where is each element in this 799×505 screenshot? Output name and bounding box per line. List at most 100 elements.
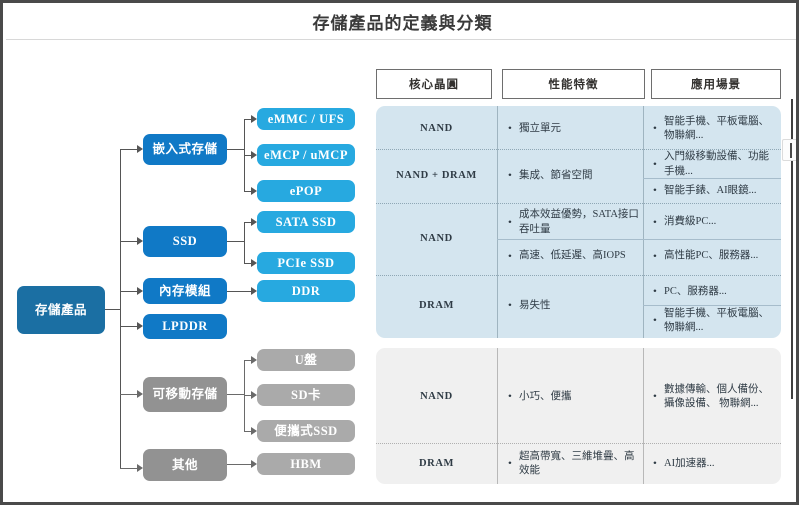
connector-spine-to-dram-module <box>120 291 138 293</box>
table-cell-feature: 成本效益優勢，SATA接口吞吐量 <box>505 207 641 238</box>
arrow-epop <box>251 187 257 195</box>
connector-spine-to-other <box>120 468 138 470</box>
connector-portable-ssd <box>244 431 253 433</box>
application-text: 智能手機、平板電腦、物聯網... <box>664 115 769 141</box>
connector-ssd-fan <box>244 222 246 264</box>
table-row-divider-3 <box>376 275 781 276</box>
flow-node-root[interactable]: 存儲產品 <box>17 286 105 334</box>
table-cell-feature: 小巧、便攜 <box>505 353 639 441</box>
application-text: 智能手錶、AI眼鏡... <box>664 184 757 196</box>
flow-node-portable-ssd[interactable]: 便攜式SSD <box>257 420 355 442</box>
arrow-sata-ssd <box>251 218 257 226</box>
table-cell-feature: 高速、低延遲、高IOPS <box>505 241 641 272</box>
flow-node-embedded-storage[interactable]: 嵌入式存儲 <box>143 134 227 165</box>
application-text: 入門級移動設備、功能手機... <box>664 151 769 177</box>
table-col-divider-1 <box>497 106 498 338</box>
feature-text: 獨立單元 <box>519 122 561 134</box>
table-row-divider-2 <box>376 203 781 204</box>
table-header-performance: 性能特徵 <box>502 69 645 99</box>
table-cell-chip: NAND <box>420 232 453 244</box>
product-taxonomy-flowchart: 存儲產品 嵌入式存儲 eMMC / UFS eMCP / uMCP ePOP S… <box>3 3 373 502</box>
flow-node-ddr[interactable]: DDR <box>257 280 355 302</box>
flow-node-lpddr[interactable]: LPDDR <box>143 314 227 339</box>
arrow-ssd <box>137 237 143 245</box>
arrow-removable <box>137 390 143 398</box>
flow-node-hbm[interactable]: HBM <box>257 453 355 475</box>
connector-spine-to-removable <box>120 394 138 396</box>
connector-removable-out <box>227 394 245 396</box>
feature-text: 成本效益優勢，SATA接口吞吐量 <box>519 209 639 235</box>
application-text: 數據傳輸、個人備份、攝像設備、 物聯網... <box>664 383 769 409</box>
table-col-divider-3 <box>497 348 498 484</box>
arrow-emcp <box>251 151 257 159</box>
flow-node-other[interactable]: 其他 <box>143 449 227 481</box>
table-cell-feature: 超高帶寬、三維堆疊、高效能 <box>505 445 641 483</box>
table-cell-chip: NAND <box>420 390 453 402</box>
connector-ddr <box>227 291 253 293</box>
arrow-portable-ssd <box>251 427 257 435</box>
connector-emmc <box>244 119 253 121</box>
connector-spine <box>120 149 122 469</box>
connector-root-trunk <box>105 309 121 311</box>
table-cell-application: AI加速器... <box>650 445 778 483</box>
feature-text: 集成、節省空間 <box>519 169 593 181</box>
table-subrow-divider-r4 <box>643 305 781 306</box>
arrow-udisk <box>251 356 257 364</box>
page-title: 存儲產品的定義與分類 <box>312 14 493 33</box>
flow-node-removable-storage[interactable]: 可移動存儲 <box>143 377 227 412</box>
table-cell-chip: DRAM <box>418 457 455 469</box>
connector-udisk <box>244 360 253 362</box>
flow-node-sata-ssd[interactable]: SATA SSD <box>257 211 355 233</box>
table-cell-chip: NAND + DRAM <box>396 169 477 181</box>
flow-node-u-disk[interactable]: U盤 <box>257 349 355 371</box>
flow-node-emmc-ufs[interactable]: eMMC / UFS <box>257 108 355 130</box>
connector-embedded-out <box>227 149 245 151</box>
table-row-divider-1 <box>376 149 781 150</box>
table-cell-feature: 易失性 <box>505 277 639 335</box>
arrow-other <box>137 464 143 472</box>
arrow-sd-card <box>251 391 257 399</box>
connector-pcie <box>244 263 253 265</box>
table-cell-feature: 獨立單元 <box>505 113 639 145</box>
table-subrow-divider-r3 <box>497 239 781 240</box>
flow-node-ssd[interactable]: SSD <box>143 226 227 257</box>
feature-text: 小巧、便攜 <box>519 390 572 402</box>
connector-emcp <box>244 155 253 157</box>
application-text: 消費級PC... <box>664 216 717 228</box>
arrow-lpddr <box>137 322 143 330</box>
table-cell-application: 數據傳輸、個人備份、攝像設備、 物聯網... <box>650 353 778 441</box>
flow-node-memory-module[interactable]: 內存模組 <box>143 278 227 304</box>
flow-node-emcp-umcp[interactable]: eMCP / uMCP <box>257 144 355 166</box>
table-row-divider-4 <box>376 443 781 444</box>
arrow-hbm <box>251 460 257 468</box>
connector-ssd-out <box>227 241 245 243</box>
table-cell-chip: NAND <box>420 122 453 134</box>
table-header-core-chip: 核心晶圓 <box>376 69 492 99</box>
text-cursor-widget[interactable] <box>782 139 796 161</box>
connector-spine-to-ssd <box>120 241 138 243</box>
feature-text: 高速、低延遲、高IOPS <box>519 250 626 262</box>
table-col-divider-4 <box>643 348 644 484</box>
feature-text: 易失性 <box>519 299 551 311</box>
table-header-applications: 應用場景 <box>651 69 781 99</box>
arrow-ddr <box>251 287 257 295</box>
flow-node-epop[interactable]: ePOP <box>257 180 355 202</box>
table-cell-chip: DRAM <box>418 299 455 311</box>
connector-hbm <box>227 464 253 466</box>
flow-node-pcie-ssd[interactable]: PCIe SSD <box>257 252 355 274</box>
attributes-table: 核心晶圓 性能特徵 應用場景 NAND 獨立單元 智能手機、平板電腦、物聯網..… <box>371 3 796 502</box>
table-cell-application: 智能手錶、AI眼鏡... <box>650 180 778 202</box>
application-text: PC、服務器... <box>664 285 727 297</box>
arrow-emmc <box>251 115 257 123</box>
right-edge-rule <box>791 99 793 399</box>
table-cell-application: PC、服務器... <box>650 279 778 305</box>
application-text: AI加速器... <box>664 457 715 469</box>
arrow-dram-module <box>137 287 143 295</box>
arrow-pcie-ssd <box>251 259 257 267</box>
table-cell-feature: 集成、節省空間 <box>505 151 639 201</box>
flow-node-sd-card[interactable]: SD卡 <box>257 384 355 406</box>
connector-spine-to-lpddr <box>120 326 138 328</box>
connector-spine-to-embedded <box>120 149 138 151</box>
table-cell-application: 消費級PC... <box>650 207 778 238</box>
